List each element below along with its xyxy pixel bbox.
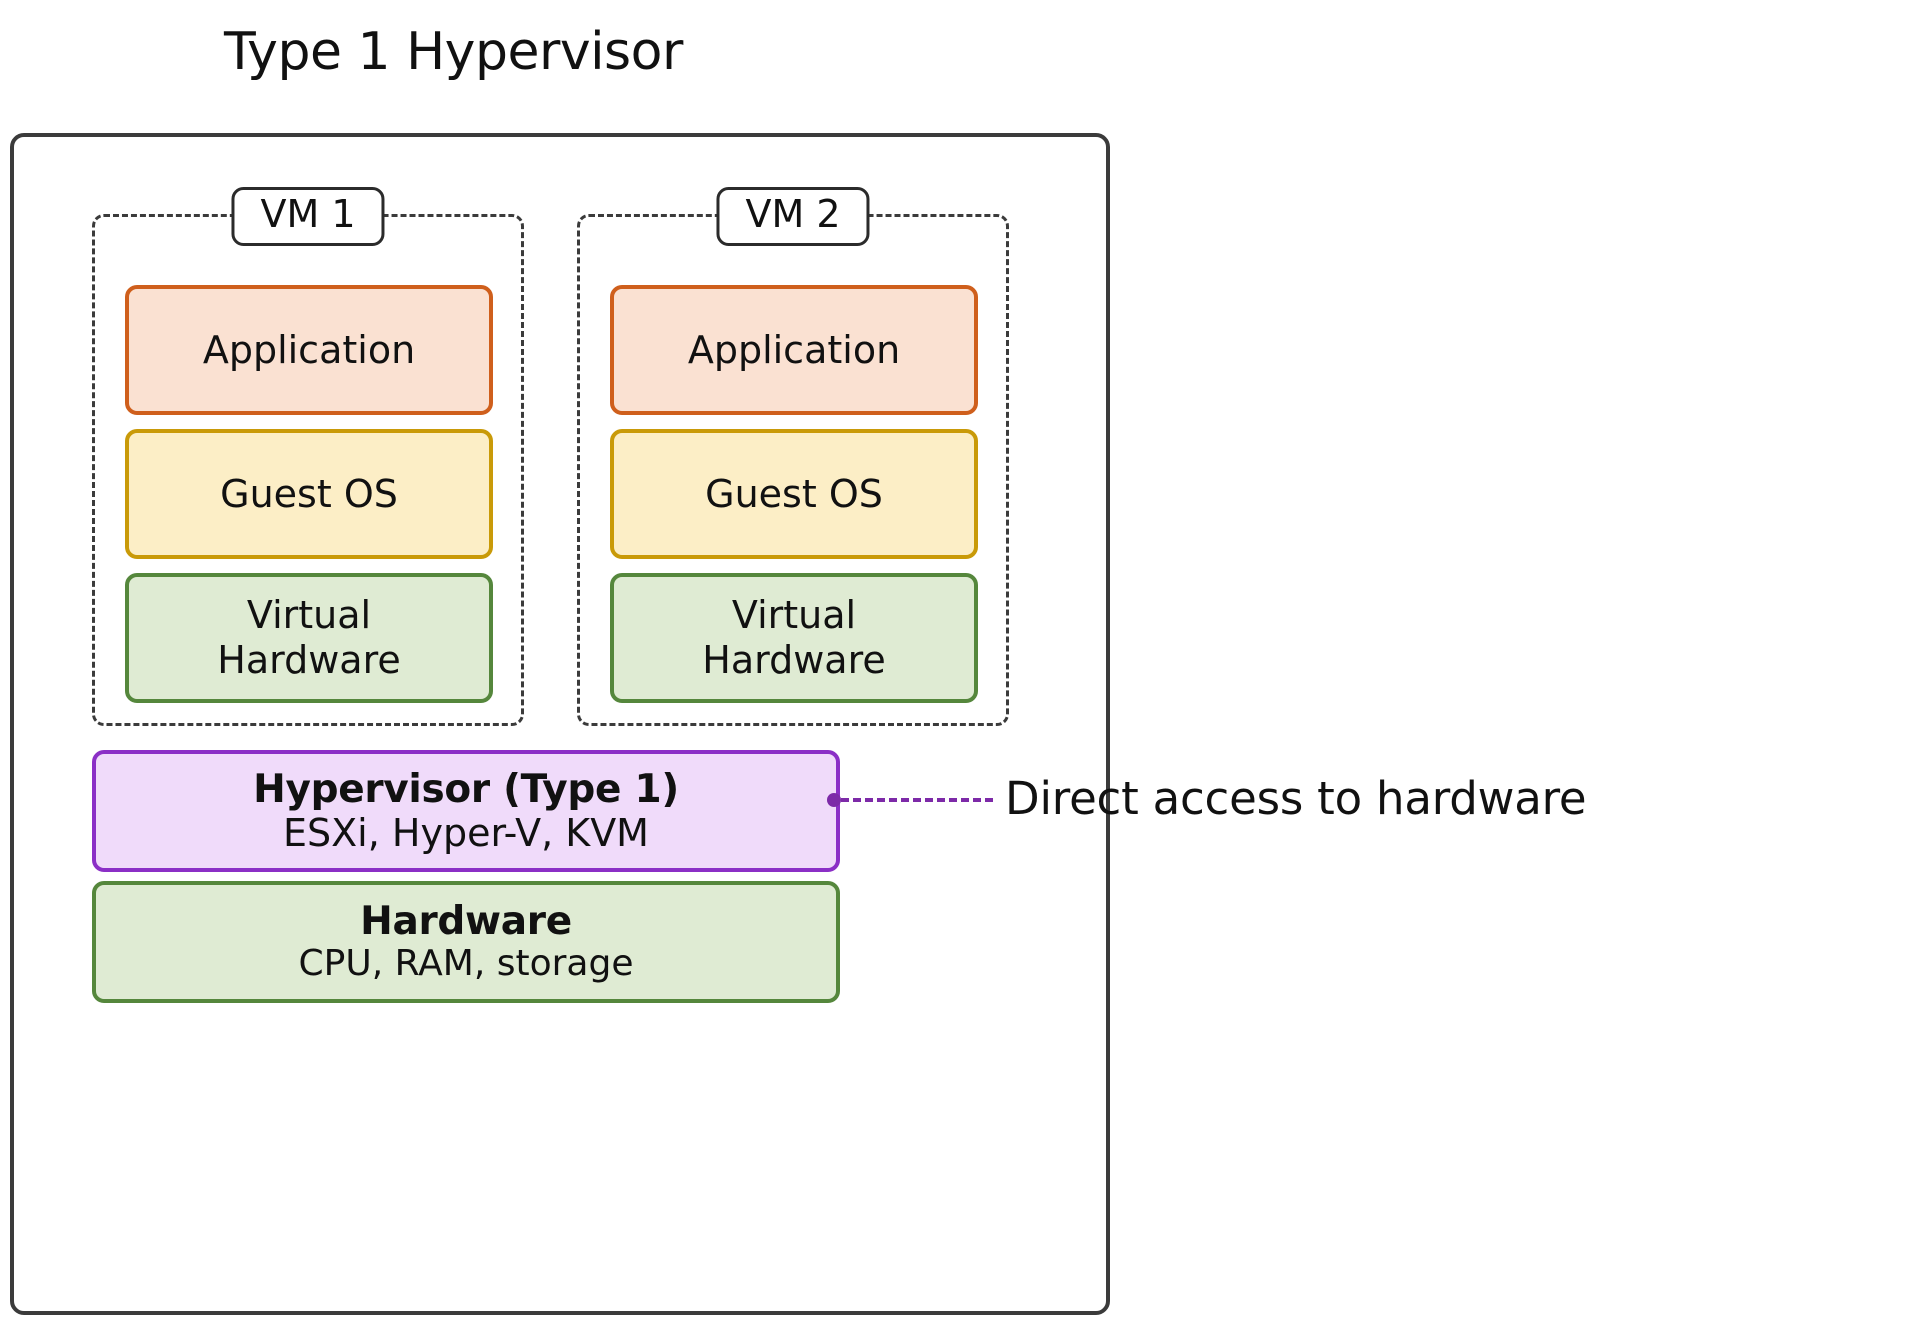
page-title: Type 1 Hypervisor — [224, 22, 683, 82]
annotation-leader-line — [841, 798, 993, 802]
vm-1-virtual-hardware-line-1: Virtual — [246, 593, 372, 638]
vm-group-2: VM 2 Application Guest OS Virtual Hardwa… — [577, 187, 1009, 726]
hardware-subtitle: CPU, RAM, storage — [298, 942, 634, 984]
vm-1-label: VM 1 — [231, 187, 385, 246]
annotation-anchor-dot-icon — [827, 793, 841, 807]
annotation-label: Direct access to hardware — [1005, 772, 1587, 825]
vm-2-guest-os-label: Guest OS — [705, 471, 883, 516]
vm-2-guest-os-box: Guest OS — [610, 429, 978, 559]
hypervisor-subtitle: ESXi, Hyper-V, KVM — [283, 810, 649, 855]
vm-1-virtual-hardware-box: Virtual Hardware — [125, 573, 493, 703]
vm-2-virtual-hardware-line-2: Hardware — [702, 638, 886, 682]
vm-1-application-label: Application — [202, 327, 416, 372]
vm-1-virtual-hardware-line-2: Hardware — [217, 638, 401, 682]
vm-group-1: VM 1 Application Guest OS Virtual Hardwa… — [92, 187, 524, 726]
hypervisor-box: Hypervisor (Type 1) ESXi, Hyper-V, KVM — [92, 750, 840, 872]
vm-2-application-box: Application — [610, 285, 978, 415]
vm-2-virtual-hardware-line-1: Virtual — [731, 593, 857, 638]
vm-1-virtual-hardware-label: Virtual Hardware — [217, 593, 400, 683]
vm-1-guest-os-label: Guest OS — [220, 471, 398, 516]
vm-1-application-box: Application — [125, 285, 493, 415]
vm-2-label: VM 2 — [716, 187, 870, 246]
vm-2-virtual-hardware-box: Virtual Hardware — [610, 573, 978, 703]
hardware-box: Hardware CPU, RAM, storage — [92, 881, 840, 1003]
hypervisor-title: Hypervisor (Type 1) — [253, 766, 679, 812]
vm-2-virtual-hardware-label: Virtual Hardware — [702, 593, 885, 683]
vm-2-application-label: Application — [687, 327, 901, 372]
hardware-title: Hardware — [360, 899, 572, 944]
vm-1-guest-os-box: Guest OS — [125, 429, 493, 559]
host-machine-container: VM 1 Application Guest OS Virtual Hardwa… — [10, 133, 1110, 1315]
